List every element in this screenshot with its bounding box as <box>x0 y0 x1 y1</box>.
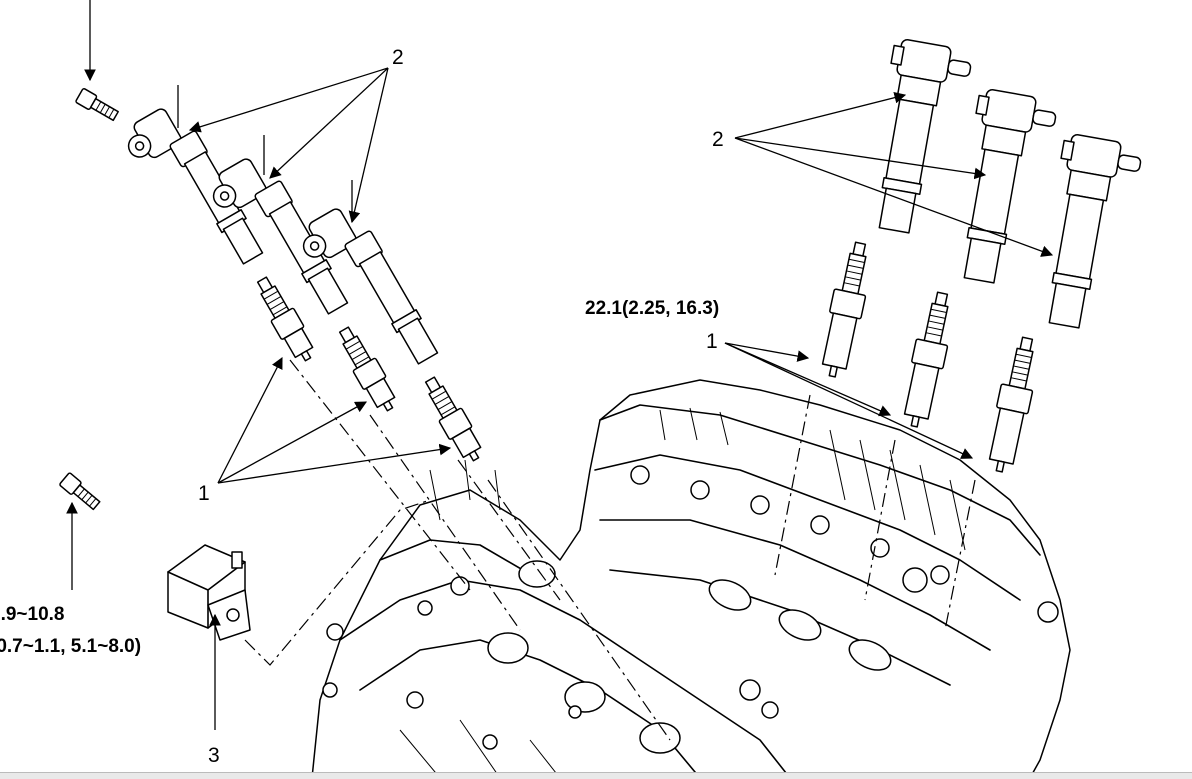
spark-plug <box>424 376 482 462</box>
callout-3-bracket: 3 <box>208 744 220 767</box>
callout-1-right: 1 <box>706 330 718 353</box>
plug-bores-right <box>708 579 892 671</box>
callout-2-right: 2 <box>712 128 724 151</box>
spark-plug <box>903 291 949 428</box>
ignition-coil <box>963 89 1057 284</box>
callout-1-left: 1 <box>198 482 210 505</box>
leader-lines <box>66 0 1054 730</box>
engine-block <box>311 379 1071 778</box>
ignition-coils-left <box>127 108 439 365</box>
mounting-bolt-bracket <box>59 472 101 511</box>
ignition-coils-right <box>878 39 1142 329</box>
plug-bores-left <box>322 560 779 754</box>
alignment-lines <box>244 359 976 741</box>
torque-spec-spark-plug: 22.1(2.25, 16.3) <box>585 298 719 319</box>
ignition-coil <box>1048 134 1142 329</box>
mounting-bolt-top <box>75 88 119 122</box>
spark-plug <box>988 336 1034 473</box>
head-bolt-bosses-right <box>630 465 1059 623</box>
spark-plug <box>821 241 867 378</box>
ignition-coil <box>878 39 972 234</box>
spark-plug <box>256 276 314 362</box>
condenser-bracket <box>167 544 251 641</box>
torque-spec-bracket-line2: (0.7~1.1, 5.1~8.0) <box>0 636 141 657</box>
callout-2-left: 2 <box>392 46 404 69</box>
bottom-border <box>0 772 1192 779</box>
spark-plugs-left <box>256 276 482 462</box>
spark-plug <box>338 326 396 412</box>
spark-plugs-right <box>821 241 1034 473</box>
torque-spec-bracket-line1: 6.9~10.8 <box>0 604 65 625</box>
ignition-coil <box>302 208 439 365</box>
